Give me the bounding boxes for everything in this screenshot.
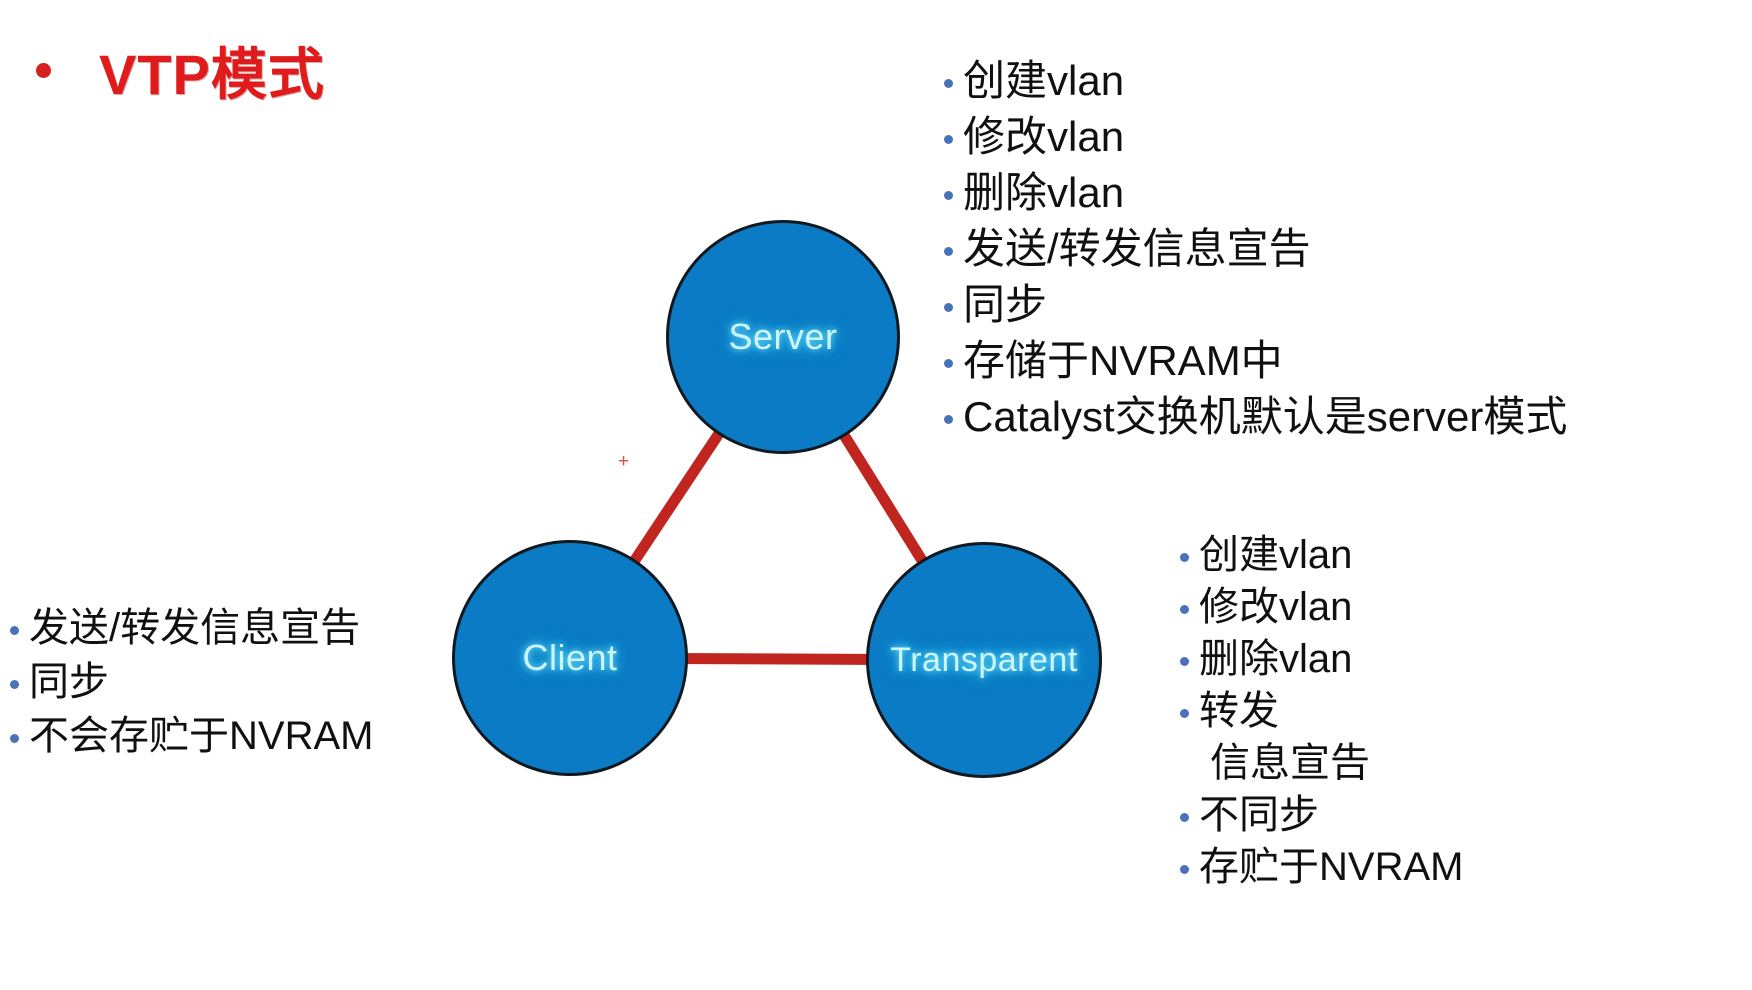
- page-title: VTP模式: [99, 43, 325, 106]
- list-item: 同步: [944, 284, 1567, 326]
- node-transparent[interactable]: Transparent: [866, 542, 1102, 778]
- list-item: 创建vlan: [944, 60, 1567, 102]
- bullet-dot-icon: [944, 303, 953, 312]
- list-item-label: 删除vlan: [1199, 637, 1353, 681]
- node-client[interactable]: Client: [452, 540, 688, 776]
- list-item: 不会存贮于NVRAM: [10, 716, 373, 756]
- list-item-label: 发送/转发信息宣告: [29, 606, 361, 650]
- bullet-dot-icon: [10, 680, 19, 689]
- list-item: 不同步: [1180, 795, 1463, 835]
- list-item: 发送/转发信息宣告: [10, 608, 373, 648]
- bullet-dot-icon: [944, 415, 953, 424]
- plus-marker-icon: +: [618, 451, 630, 472]
- list-item-label: 存贮于NVRAM: [1199, 845, 1464, 889]
- list-item-label: 创建vlan: [963, 57, 1125, 104]
- bullet-dot-icon: [1180, 553, 1189, 562]
- list-item-label: 转发: [1199, 689, 1279, 733]
- list-item-label: 同步: [963, 281, 1048, 328]
- node-transparent-label: Transparent: [890, 640, 1078, 679]
- bullet-dot-icon: [944, 191, 953, 200]
- list-item: 修改vlan: [944, 116, 1567, 158]
- bullet-dot-icon: [1180, 657, 1189, 666]
- list-item-label: 不会存贮于NVRAM: [29, 714, 374, 758]
- server-feature-list: 创建vlan 修改vlan 删除vlan 发送/转发信息宣告 同步 存储于NVR…: [944, 60, 1567, 452]
- list-item: 删除vlan: [944, 172, 1567, 214]
- title-bullet-icon: [36, 63, 51, 78]
- list-item-label: 删除vlan: [963, 169, 1125, 216]
- list-item: 存贮于NVRAM: [1180, 847, 1463, 887]
- list-item-label: 发送/转发信息宣告: [963, 225, 1311, 272]
- list-item: 转发: [1180, 691, 1463, 731]
- bullet-dot-icon: [944, 135, 953, 144]
- bullet-dot-icon: [944, 359, 953, 368]
- list-item-label: 同步: [29, 660, 109, 704]
- list-item-label: 修改vlan: [963, 113, 1125, 160]
- list-item-label: 存储于NVRAM中: [963, 337, 1283, 384]
- list-item-label: 不同步: [1199, 793, 1319, 837]
- client-feature-list: 发送/转发信息宣告 同步 不会存贮于NVRAM: [10, 608, 373, 770]
- slide-title: VTP模式: [36, 30, 325, 111]
- list-item: 发送/转发信息宣告: [944, 228, 1567, 270]
- bullet-dot-icon: [1180, 709, 1189, 718]
- bullet-dot-icon: [1180, 605, 1189, 614]
- bullet-dot-icon: [10, 734, 19, 743]
- list-item-continuation: 信息宣告: [1210, 741, 1370, 785]
- bullet-dot-icon: [944, 247, 953, 256]
- list-item: 同步: [10, 662, 373, 702]
- list-item-label: 修改vlan: [1199, 585, 1353, 629]
- list-item: 存储于NVRAM中: [944, 340, 1567, 382]
- list-item-label: 创建vlan: [1199, 533, 1353, 577]
- list-item: 创建vlan: [1180, 535, 1463, 575]
- bullet-dot-icon: [10, 626, 19, 635]
- list-item: 删除vlan: [1180, 639, 1463, 679]
- bullet-dot-icon: [1180, 813, 1189, 822]
- bullet-dot-icon: [1180, 865, 1189, 874]
- list-item-label: Catalyst交换机默认是server模式: [963, 393, 1568, 440]
- list-item: 修改vlan: [1180, 587, 1463, 627]
- node-server[interactable]: Server: [666, 220, 900, 454]
- list-item: Catalyst交换机默认是server模式: [944, 396, 1567, 438]
- bullet-dot-icon: [944, 79, 953, 88]
- node-server-label: Server: [728, 316, 838, 357]
- transparent-feature-list: 创建vlan 修改vlan 删除vlan 转发 信息宣告 不同步 存贮于NVRA…: [1180, 535, 1463, 899]
- node-client-label: Client: [522, 637, 618, 678]
